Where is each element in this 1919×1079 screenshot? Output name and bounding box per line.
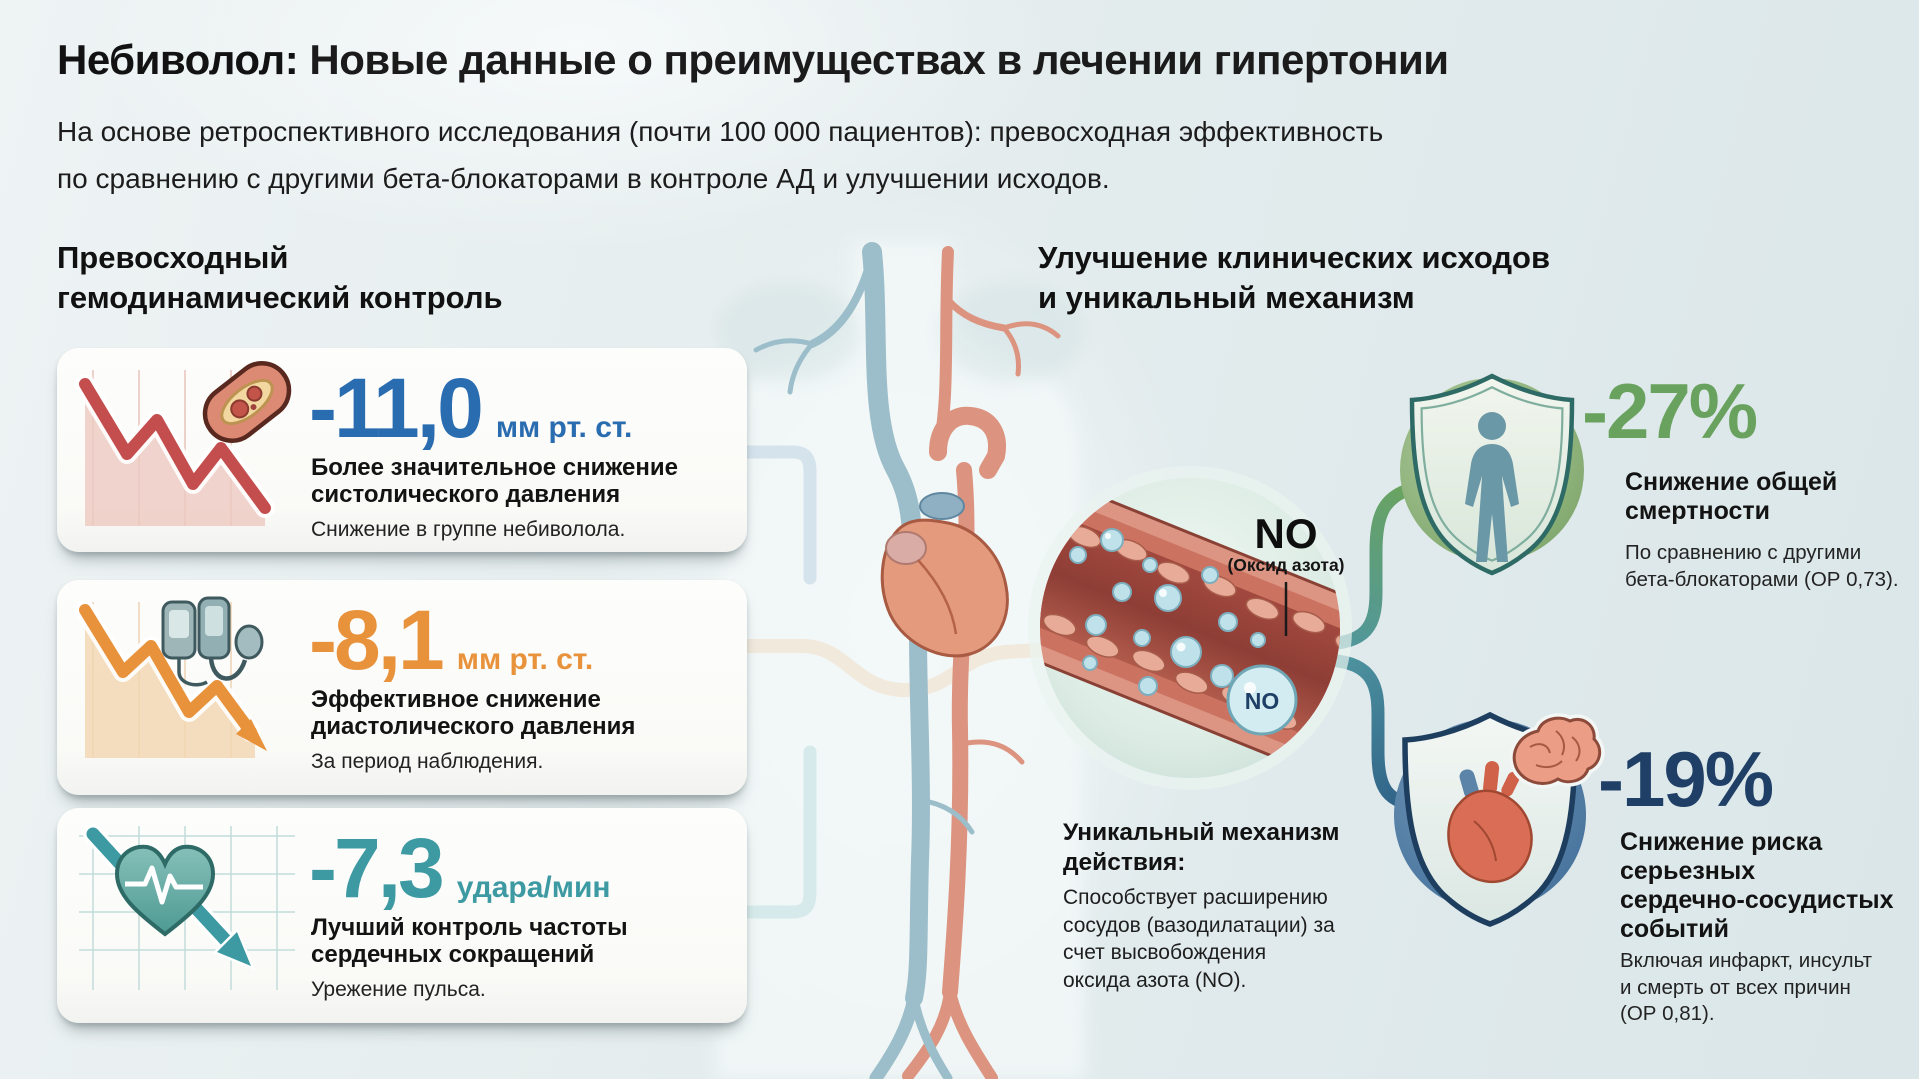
stat-unit: удара/мин [456, 871, 611, 904]
heart-illustration [880, 492, 1009, 658]
page-title: Небиволол: Новые данные о преимуществах … [57, 36, 1449, 84]
cv-events-stat-note: Включая инфаркт, инсульт и смерть от все… [1620, 949, 1873, 1026]
subtitle: На основе ретроспективного исследования … [57, 116, 1384, 195]
stat-card-note: За период наблюдения. [311, 750, 544, 773]
title-rest: Новые данные о преимуществах в лечении г… [309, 36, 1449, 83]
no-label: NO [1255, 510, 1318, 557]
drug-name: Небиволол: [57, 36, 299, 83]
ecg-line [125, 865, 203, 905]
vessel-magnifier: NO NO (Оксид азота) [1028, 466, 1352, 790]
left-section-heading: Превосходный гемодинамический контроль [57, 240, 503, 316]
stat-value-row: -11,0 мм рт. ст. [309, 366, 632, 450]
mortality-stat-title: Снижение общей смертности [1625, 468, 1838, 525]
stat-value-row: -7,3 удара/мин [309, 826, 611, 910]
anatomical-heart [1447, 761, 1533, 883]
no-labeled-bubble: NO [1226, 664, 1298, 736]
cv-events-stat-value: -19% [1598, 735, 1774, 823]
stat-card-title: Эффективное снижение диастолического дав… [311, 686, 636, 741]
declining-chart-bp-monitor-icon [75, 596, 267, 758]
stat-unit: мм рт. ст. [495, 411, 633, 444]
no-bubble-label: NO [1245, 688, 1280, 714]
mortality-stat-value: -27% [1582, 367, 1758, 455]
mechanism-description: Способствует расширению сосудов (вазодил… [1063, 886, 1335, 993]
brain-icon [1509, 713, 1605, 789]
no-annotation: NO (Оксид азота) [1227, 510, 1345, 636]
bp-monitor-icon [161, 596, 264, 687]
stat-card-heart-rate: -7,3 удара/мин Лучший контроль частоты с… [57, 808, 747, 1023]
stat-card-note: Урежение пульса. [311, 978, 486, 1001]
stat-value-row: -8,1 мм рт. ст. [309, 598, 593, 682]
heart-ecg-down-arrow-icon [79, 824, 295, 990]
stat-card-note: Снижение в группе небиволола. [311, 518, 626, 541]
declining-chart-artery-icon [75, 361, 292, 526]
clogged-artery-icon [202, 361, 292, 443]
person-silhouette [1465, 412, 1519, 562]
stat-card-systolic: -11,0 мм рт. ст. Более значительное сниж… [57, 348, 747, 552]
shield-with-person-icon [1400, 373, 1584, 576]
stat-unit: мм рт. ст. [456, 643, 594, 676]
connector-mortality-green [1315, 481, 1421, 651]
stat-value: -11,0 [309, 361, 484, 455]
right-section-heading: Улучшение клинических исходов и уникальн… [1038, 240, 1551, 316]
mechanism-title: Уникальный механизм действия: [1063, 819, 1340, 876]
stat-value: -8,1 [309, 593, 445, 687]
stat-value: -7,3 [309, 821, 445, 915]
stat-card-diastolic: -8,1 мм рт. ст. Эффективное снижение диа… [57, 580, 747, 795]
stat-card-title: Более значительное снижение систолическо… [311, 454, 678, 509]
torso-illustration [716, 242, 1086, 1079]
mortality-stat-note: По сравнению с другими бета-блокаторами … [1625, 541, 1899, 591]
connector-cv-events-navy [1315, 653, 1427, 813]
no-molecule-bubbles [1069, 528, 1266, 696]
no-sublabel: (Оксид азота) [1227, 555, 1344, 575]
shield-with-heart-and-brain-icon [1394, 711, 1605, 927]
stat-card-title: Лучший контроль частоты сердечных сокращ… [311, 914, 628, 969]
cv-events-stat-title: Снижение риска серьезных сердечно-сосуди… [1620, 828, 1894, 943]
